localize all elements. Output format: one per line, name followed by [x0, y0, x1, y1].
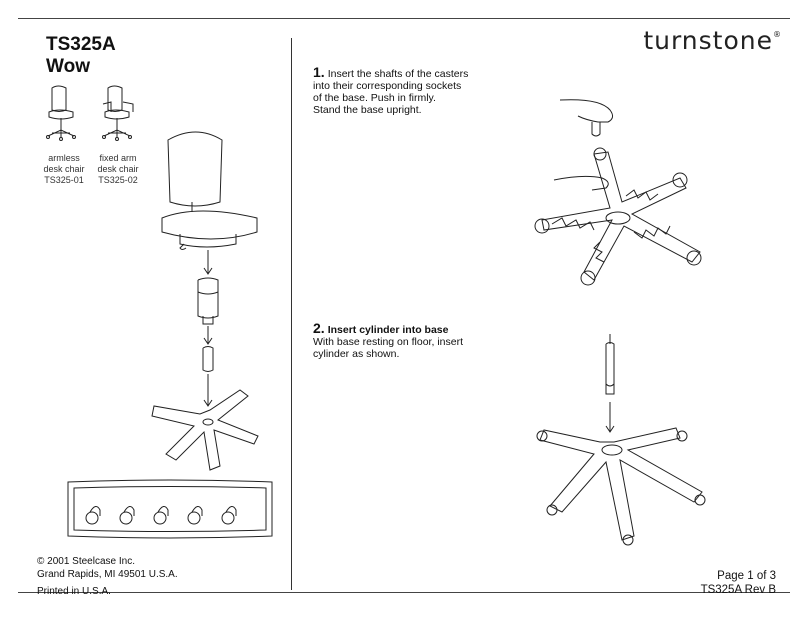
- chair-seat: [162, 211, 257, 239]
- step-1-illustration: [530, 92, 750, 302]
- step-text-line: of the base. Push in firmly.: [313, 92, 436, 104]
- copyright: © 2001 Steelcase Inc.: [37, 556, 135, 567]
- footer-copyright-block: © 2001 Steelcase Inc. Grand Rapids, MI 4…: [37, 555, 178, 598]
- step-1: 1.Insert the shafts of the casters into …: [313, 64, 513, 116]
- arrow-cylinder-to-shaft: [204, 326, 212, 344]
- step-text-line: Insert the shafts of the casters: [327, 68, 469, 80]
- insert-arrow: [606, 402, 614, 432]
- step-heading: Insert cylinder into base: [327, 324, 449, 336]
- floor-base: [540, 428, 702, 540]
- upper-hand: [560, 100, 613, 122]
- caster-right: [673, 173, 687, 187]
- caster-3: [154, 506, 168, 524]
- variant-code: TS325-02: [98, 175, 138, 185]
- product-name: Wow: [46, 56, 90, 77]
- page-number: Page 1 of 3: [717, 570, 776, 582]
- variant-line2: desk chair: [97, 164, 139, 174]
- arrow-seat-to-cylinder: [204, 250, 212, 274]
- variant-line1: armless: [48, 153, 80, 163]
- footer-page-info: Page 1 of 3 TS325A Rev B: [701, 569, 776, 597]
- registered-mark: ®: [773, 30, 782, 39]
- variant-line2: desk chair: [43, 164, 85, 174]
- caster-left: [535, 219, 549, 233]
- caster-4: [188, 506, 202, 524]
- step-2-illustration: [530, 330, 750, 560]
- step-text-line: into their corresponding sockets: [313, 80, 462, 92]
- five-star-base: [152, 390, 258, 470]
- top-rule: [18, 18, 790, 19]
- upright-base: [542, 152, 700, 280]
- fixed-arm-chair-thumbnail: [100, 84, 140, 142]
- step-text-line: With base resting on floor, insert: [313, 336, 463, 348]
- caster-bottom-right: [687, 251, 701, 265]
- cylinder-shaft: [203, 347, 213, 372]
- gas-cylinder: [198, 278, 218, 324]
- step-number: 1.: [313, 64, 325, 80]
- caster-tray: [68, 480, 272, 538]
- bottom-rule: [18, 592, 790, 593]
- printed-in: Printed in U.S.A.: [37, 586, 111, 597]
- variant-fixed-arm: fixed arm desk chair TS325-02: [90, 153, 146, 186]
- variant-code: TS325-01: [44, 175, 84, 185]
- revision: TS325A Rev B: [700, 584, 776, 596]
- step-2: 2.Insert cylinder into base With base re…: [313, 320, 513, 360]
- address: Grand Rapids, MI 49501 U.S.A.: [37, 569, 178, 580]
- armless-chair-thumbnail: [44, 84, 84, 142]
- gas-cylinder: [606, 334, 614, 394]
- document-title: TS325A Wow: [46, 34, 116, 78]
- caster-bottom: [581, 271, 595, 285]
- brand-logo: turnstone®: [643, 26, 782, 55]
- model-number: TS325A: [46, 34, 116, 55]
- arrow-shaft-to-base: [204, 374, 212, 406]
- variant-armless: armless desk chair TS325-01: [36, 153, 92, 186]
- step-text-line: cylinder as shown.: [313, 348, 400, 360]
- brand-name: turnstone: [643, 26, 773, 55]
- variant-line1: fixed arm: [99, 153, 137, 163]
- caster-1: [86, 506, 100, 524]
- lower-hand: [554, 176, 608, 190]
- caster-5: [222, 506, 236, 524]
- caster-2: [120, 506, 134, 524]
- column-divider: [291, 38, 292, 590]
- exploded-chair-diagram: [140, 126, 280, 546]
- step-number: 2.: [313, 320, 325, 336]
- step-text-line: Stand the base upright.: [313, 104, 422, 116]
- chair-back: [168, 132, 222, 206]
- caster-top: [594, 148, 606, 160]
